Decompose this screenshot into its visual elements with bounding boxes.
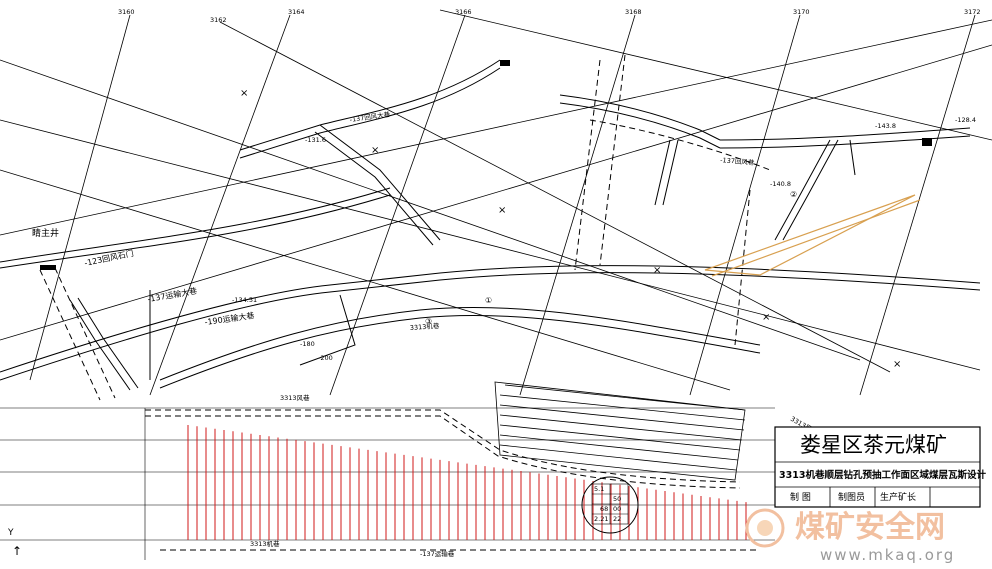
cross-marker-icon: ×: [240, 88, 248, 99]
title-cell-drawer: 制 图: [790, 491, 811, 503]
grid-label: 3160: [118, 8, 135, 16]
shaft-icon: [500, 60, 510, 66]
shaft-icon: [922, 138, 932, 146]
label-elevation: -134.51: [232, 296, 257, 304]
legend-circle: 5.1 50 68 00 2.21 22: [581, 476, 639, 534]
legend-cell: 68: [600, 505, 608, 513]
label-main-shaft: 睛主井: [32, 227, 59, 239]
drawing-title: 娄星区茶元煤矿: [800, 433, 947, 457]
title-block: 娄星区茶元煤矿 3313机巷顺层钻孔预抽工作面区域煤层瓦斯设计 制 图 制图员 …: [774, 426, 986, 508]
goaf-hatch: [494, 381, 746, 481]
label-return-crosscut: -123回风石门: [83, 248, 134, 268]
cross-marker-icon: ×: [653, 265, 661, 276]
watermark-url: www.mkaq.org: [820, 546, 955, 564]
dashed-roadways: [39, 54, 771, 551]
label-elevation: -131.6: [305, 136, 326, 144]
label-machine-roadway: 3313机巷: [410, 321, 441, 332]
label-haulage-roadway: -137运输大巷: [147, 285, 198, 304]
arrow-icon: ↑: [12, 544, 22, 558]
label-return-roadway: -137回风大巷: [349, 109, 391, 124]
watermark-text: 煤矿安全网: [795, 510, 945, 545]
grid-label-group: 3160 3162 3164 3166 3168 3170 3172: [118, 8, 981, 24]
cross-marker-icon: ×: [762, 312, 770, 323]
label-marker: ②: [790, 190, 797, 199]
grid-label: 3172: [964, 8, 981, 16]
watermark-logo: [745, 508, 785, 548]
cross-marker-icon: ×: [371, 145, 379, 156]
label-elevation: -128.4: [955, 116, 976, 124]
seam-outline: [704, 194, 921, 277]
grid-label: 3166: [455, 8, 472, 16]
title-cell-manager: 生产矿长: [880, 491, 916, 503]
label-elevation: -143.8: [875, 122, 896, 130]
label-haulage-190: -190运输大巷: [204, 310, 255, 327]
label-elevation: -180: [300, 340, 315, 348]
drawing-subtitle: 3313机巷顺层钻孔预抽工作面区域煤层瓦斯设计: [779, 469, 986, 481]
grid-lines: [0, 9, 992, 396]
label-section-haulage: -137运输巷: [420, 549, 455, 558]
cross-marker-icon: ×: [893, 359, 901, 370]
label-marker: ①: [485, 296, 492, 305]
legend-cell: 00: [613, 505, 621, 513]
label-elevation: -200: [318, 354, 333, 362]
title-cell-drafter: 制图员: [838, 491, 865, 503]
shaft-symbols: × × × × × × ↑: [12, 60, 932, 558]
borehole-array: [187, 425, 747, 540]
label-section-machine: 3313机巷: [250, 539, 280, 548]
main-shaft-icon: [40, 265, 56, 270]
label-airway: 3313风巷: [280, 394, 310, 402]
section-lines: [0, 407, 775, 560]
grid-label: 3168: [625, 8, 642, 16]
roadways: [0, 59, 981, 391]
grid-label: 3162: [210, 16, 227, 24]
legend-cell: 50: [613, 495, 621, 503]
grid-label: 3170: [793, 8, 810, 16]
watermark: 煤矿安全网 www.mkaq.org: [745, 508, 955, 564]
label-elevation: -140.8: [770, 180, 791, 188]
label-marker: ③: [425, 317, 432, 326]
legend-cell: 2.21: [594, 515, 608, 523]
cross-marker-icon: ×: [498, 205, 506, 216]
legend-cell: 5.1: [594, 485, 604, 493]
label-return-roadway: -137回风巷: [720, 156, 755, 167]
legend-cell: 22: [613, 515, 621, 523]
grid-label: 3164: [288, 8, 305, 16]
label-axis-y: Y: [7, 528, 14, 538]
